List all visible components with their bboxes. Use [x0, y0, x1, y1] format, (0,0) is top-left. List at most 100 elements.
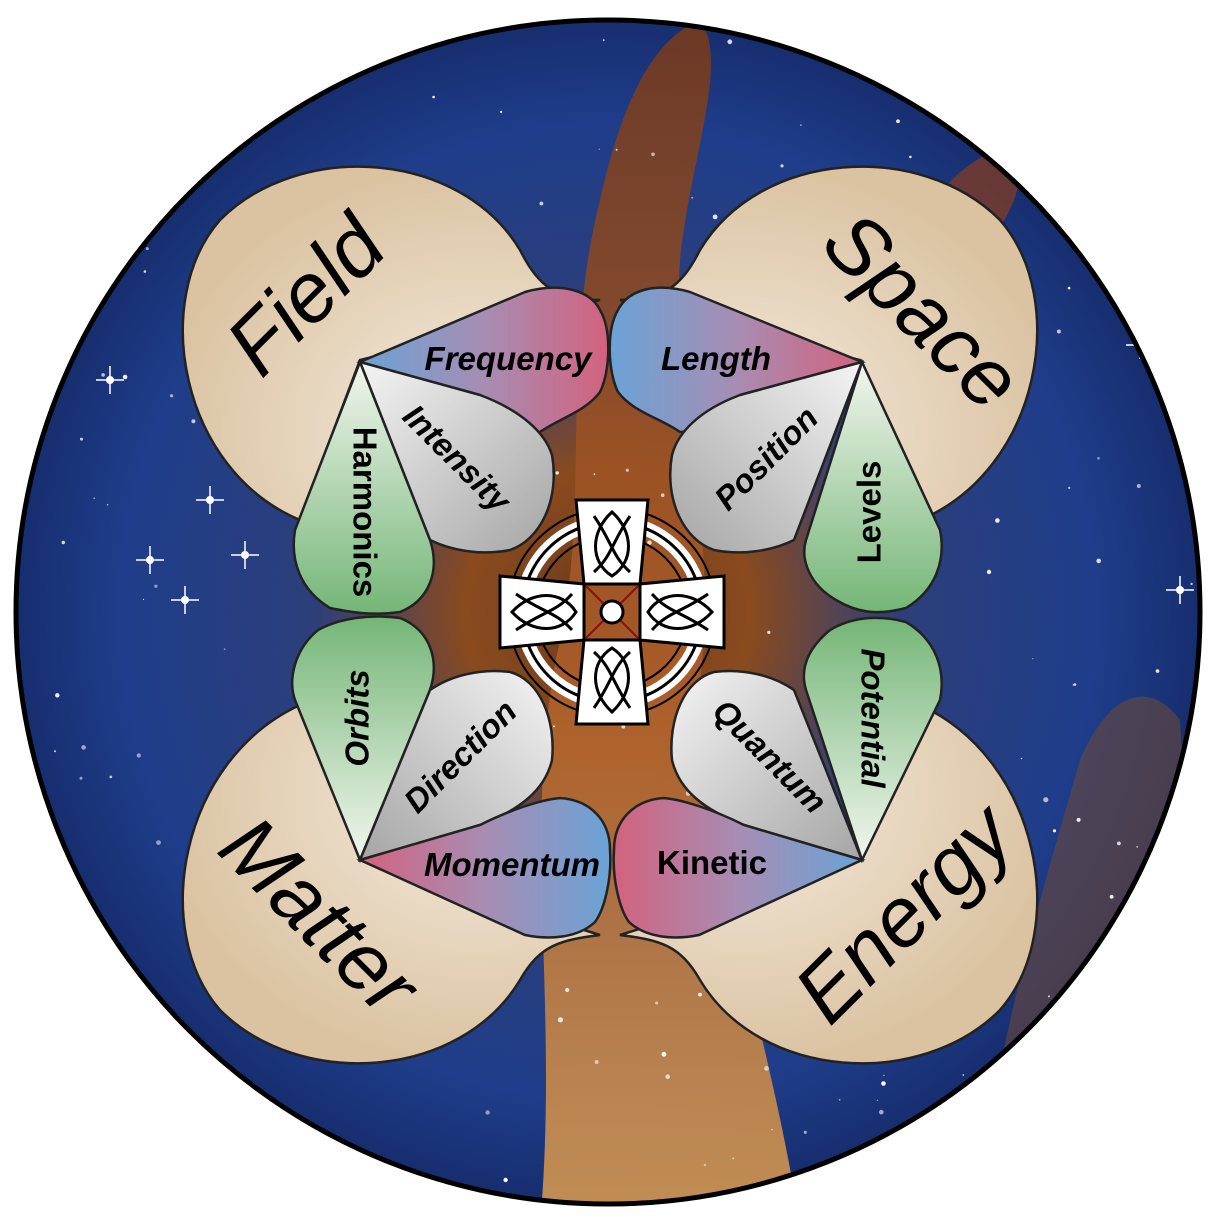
star: [665, 1074, 670, 1079]
star: [1108, 978, 1112, 982]
star: [655, 1002, 658, 1005]
star: [1156, 68, 1158, 70]
star: [1097, 457, 1100, 460]
star: [10, 264, 11, 265]
star: [691, 197, 693, 199]
star: [962, 1074, 964, 1076]
star: [23, 275, 26, 278]
star: [896, 119, 900, 123]
star: [151, 63, 152, 64]
star: [727, 39, 732, 44]
star: [662, 1052, 667, 1057]
star: [170, 394, 173, 397]
star: [137, 753, 141, 757]
star: [15, 1008, 20, 1013]
star: [123, 375, 128, 380]
star: [0, 160, 3, 163]
star: [38, 210, 42, 214]
star: [1052, 52, 1056, 56]
star: [156, 840, 161, 845]
star: [909, 31, 911, 33]
star: [485, 1110, 489, 1114]
star: [836, 1183, 841, 1188]
levels-label: Levels: [851, 461, 888, 564]
orbits-label: Orbits: [339, 669, 376, 766]
star: [599, 149, 600, 150]
star: [1104, 1111, 1107, 1114]
star: [101, 117, 104, 120]
star: [55, 693, 59, 697]
star: [0, 1127, 1, 1129]
star: [97, 132, 99, 134]
star: [186, 63, 189, 66]
star: [1096, 559, 1101, 564]
star: [1032, 658, 1033, 659]
star: [1175, 186, 1178, 189]
star: [255, 1171, 257, 1173]
star: [1057, 330, 1061, 334]
star: [1165, 979, 1169, 983]
star: [651, 153, 655, 157]
star: [616, 149, 618, 151]
star: [1068, 287, 1071, 290]
frequency-label: Frequency: [425, 340, 594, 377]
star: [978, 1193, 980, 1195]
star: [713, 215, 718, 220]
star: [432, 96, 435, 99]
star: [432, 1190, 436, 1194]
star: [661, 493, 665, 497]
star: [154, 585, 157, 588]
star: [1007, 23, 1012, 28]
star: [147, 109, 148, 110]
star: [1100, 66, 1103, 69]
star: [1048, 995, 1050, 997]
star: [120, 1028, 122, 1030]
star: [51, 283, 53, 285]
star: [224, 648, 226, 650]
star: [146, 247, 149, 250]
star: [1120, 23, 1125, 28]
star: [1053, 829, 1056, 832]
star: [877, 1100, 878, 1101]
star: [143, 599, 144, 600]
star: [561, 1205, 564, 1208]
star: [932, 1177, 936, 1181]
star: [1070, 1089, 1075, 1094]
star: [1117, 988, 1119, 990]
star: [732, 1158, 734, 1160]
star: [1144, 901, 1147, 904]
star: [1202, 250, 1206, 254]
star: [800, 124, 802, 126]
star: [1160, 29, 1164, 33]
star: [1077, 818, 1081, 822]
star: [987, 570, 991, 574]
star: [764, 1066, 769, 1071]
star: [1203, 516, 1207, 520]
star: [80, 777, 83, 780]
star: [81, 745, 86, 750]
star: [1021, 758, 1023, 760]
star: [1045, 197, 1050, 202]
star: [61, 941, 65, 945]
star: [565, 988, 569, 992]
star: [900, 1148, 903, 1151]
star: [594, 473, 596, 475]
star: [995, 518, 1000, 523]
star: [1043, 797, 1048, 802]
star: [1062, 141, 1064, 143]
star: [226, 1185, 229, 1188]
star: [767, 631, 770, 634]
star: [107, 504, 109, 506]
star: [191, 419, 195, 423]
star: [101, 373, 105, 377]
star: [17, 685, 18, 686]
harmonics-label: Harmonics: [346, 427, 383, 598]
star: [540, 202, 544, 206]
star: [239, 35, 242, 38]
star: [881, 1081, 886, 1086]
momentum-label: Momentum: [424, 846, 600, 883]
star: [1155, 88, 1157, 90]
length-label: Length: [661, 340, 771, 377]
